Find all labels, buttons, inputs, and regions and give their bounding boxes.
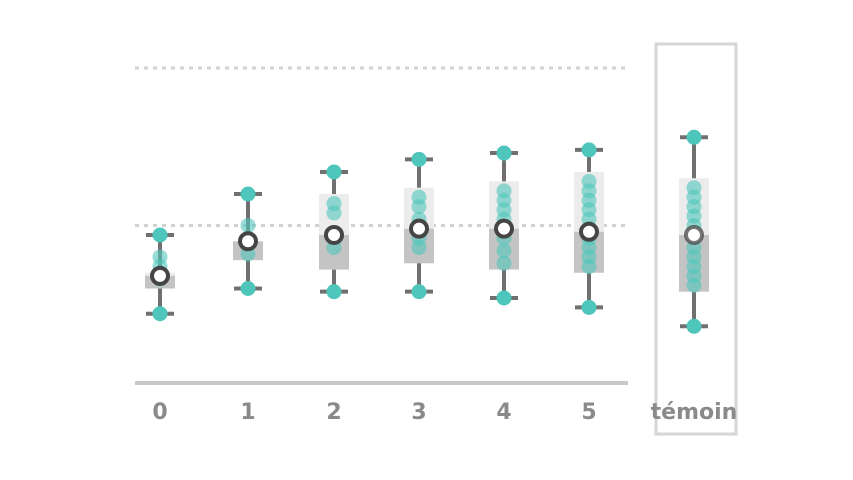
box-group-2	[319, 164, 349, 300]
center-marker-4	[494, 218, 514, 239]
reference-lines	[135, 66, 628, 227]
data-point-4-2	[496, 243, 512, 259]
box-group-4	[489, 145, 519, 306]
data-point-0-4	[152, 227, 168, 243]
data-point-6-12	[686, 129, 702, 145]
data-point-0-0	[152, 306, 168, 322]
center-marker-1	[238, 231, 258, 252]
highlight-frame-temoin	[654, 42, 738, 436]
data-point-4-8	[496, 183, 512, 199]
x-tick-label-1: 1	[240, 400, 255, 425]
x-tick-label-4: 4	[496, 400, 511, 425]
x-tick-labels: 0 1 2 3 4 5 témoin	[152, 400, 737, 425]
x-tick-label-2: 2	[326, 400, 341, 425]
data-point-1-3	[240, 218, 256, 233]
data-point-2-4	[326, 195, 342, 211]
data-point-5-10	[581, 173, 597, 189]
center-marker-2	[324, 224, 344, 245]
box-group-1	[233, 186, 263, 296]
data-point-3-6	[411, 189, 427, 205]
data-point-4-1	[496, 255, 512, 271]
center-marker-6	[684, 224, 704, 245]
data-point-5-0	[581, 299, 597, 315]
box-group-0	[145, 227, 175, 322]
data-point-2-0	[326, 284, 342, 300]
x-tick-label-0: 0	[152, 400, 167, 425]
center-marker-0	[150, 265, 170, 286]
data-point-6-11	[686, 180, 702, 196]
data-point-4-9	[496, 145, 512, 161]
box-group-6	[679, 129, 709, 334]
x-tick-label-6: témoin	[651, 400, 738, 425]
data-point-3-7	[411, 151, 427, 167]
data-point-4-0	[496, 290, 512, 306]
center-marker-5	[579, 221, 599, 242]
box-groups	[145, 129, 709, 334]
x-tick-label-3: 3	[411, 400, 426, 425]
data-point-0-3	[152, 249, 168, 265]
data-point-1-0	[240, 281, 256, 296]
data-point-1-4	[240, 186, 256, 202]
center-marker-3	[409, 218, 429, 239]
data-point-3-0	[411, 284, 427, 300]
box-group-3	[404, 151, 434, 300]
data-point-6-0	[686, 318, 702, 334]
data-point-5-11	[581, 142, 597, 158]
box-group-5	[574, 142, 604, 315]
x-tick-label-5: 5	[581, 400, 596, 425]
data-point-2-5	[326, 164, 342, 180]
